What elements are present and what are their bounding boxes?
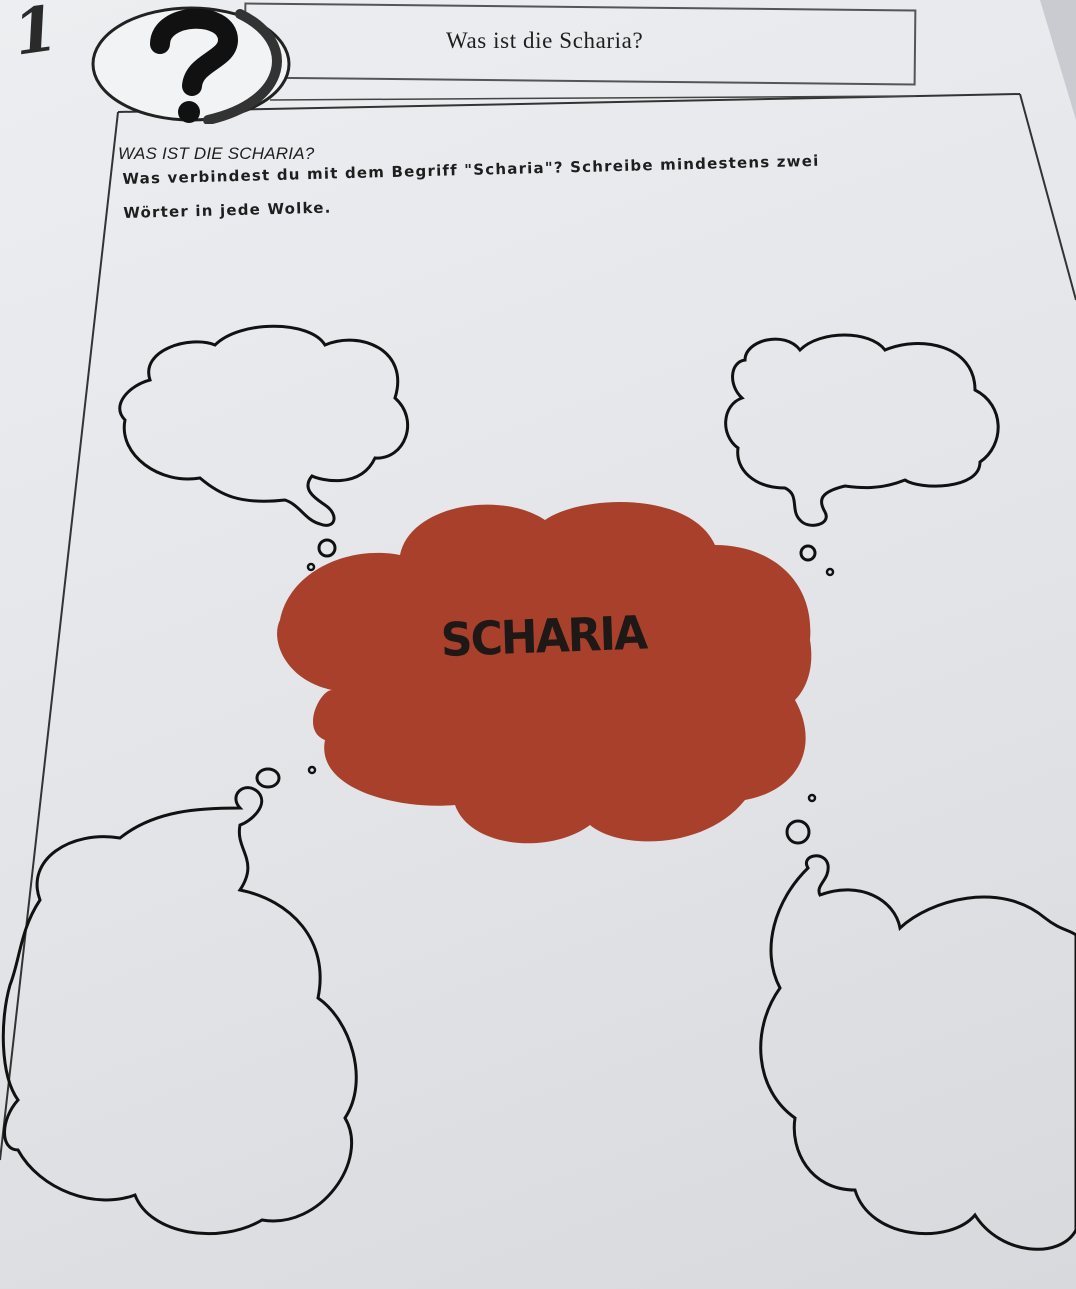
center-cloud-shape (277, 502, 812, 844)
center-cloud-label: SCHARIA (440, 606, 647, 668)
frame-left-line (0, 111, 119, 1161)
thought-bubble-tl-2 (306, 562, 316, 572)
thought-cloud-bottom-right (759, 854, 1076, 1251)
thought-cloud-top-right (724, 333, 1000, 527)
thought-bubble-bl-1 (307, 765, 317, 775)
thought-bubble-tl-1 (317, 538, 337, 558)
thought-bubble-tr-1 (799, 544, 817, 562)
thought-bubble-tr-2 (825, 567, 835, 577)
page-edge (1040, 0, 1076, 120)
question-mark-icon (91, 6, 291, 124)
thought-bubble-bl-2 (255, 767, 281, 789)
thought-cloud-top-left (118, 324, 410, 527)
section-heading: WAS IST DIE SCHARIA? (118, 144, 315, 163)
header-line (269, 95, 917, 101)
thought-cloud-bottom-left (1, 786, 358, 1236)
frame-right-line (1019, 93, 1076, 301)
worksheet-title: Was ist die Scharia? (446, 28, 644, 53)
thought-bubble-br-2 (785, 819, 811, 845)
thought-bubble-br-1 (807, 793, 817, 803)
handwritten-exercise-number: 1 (9, 0, 62, 70)
